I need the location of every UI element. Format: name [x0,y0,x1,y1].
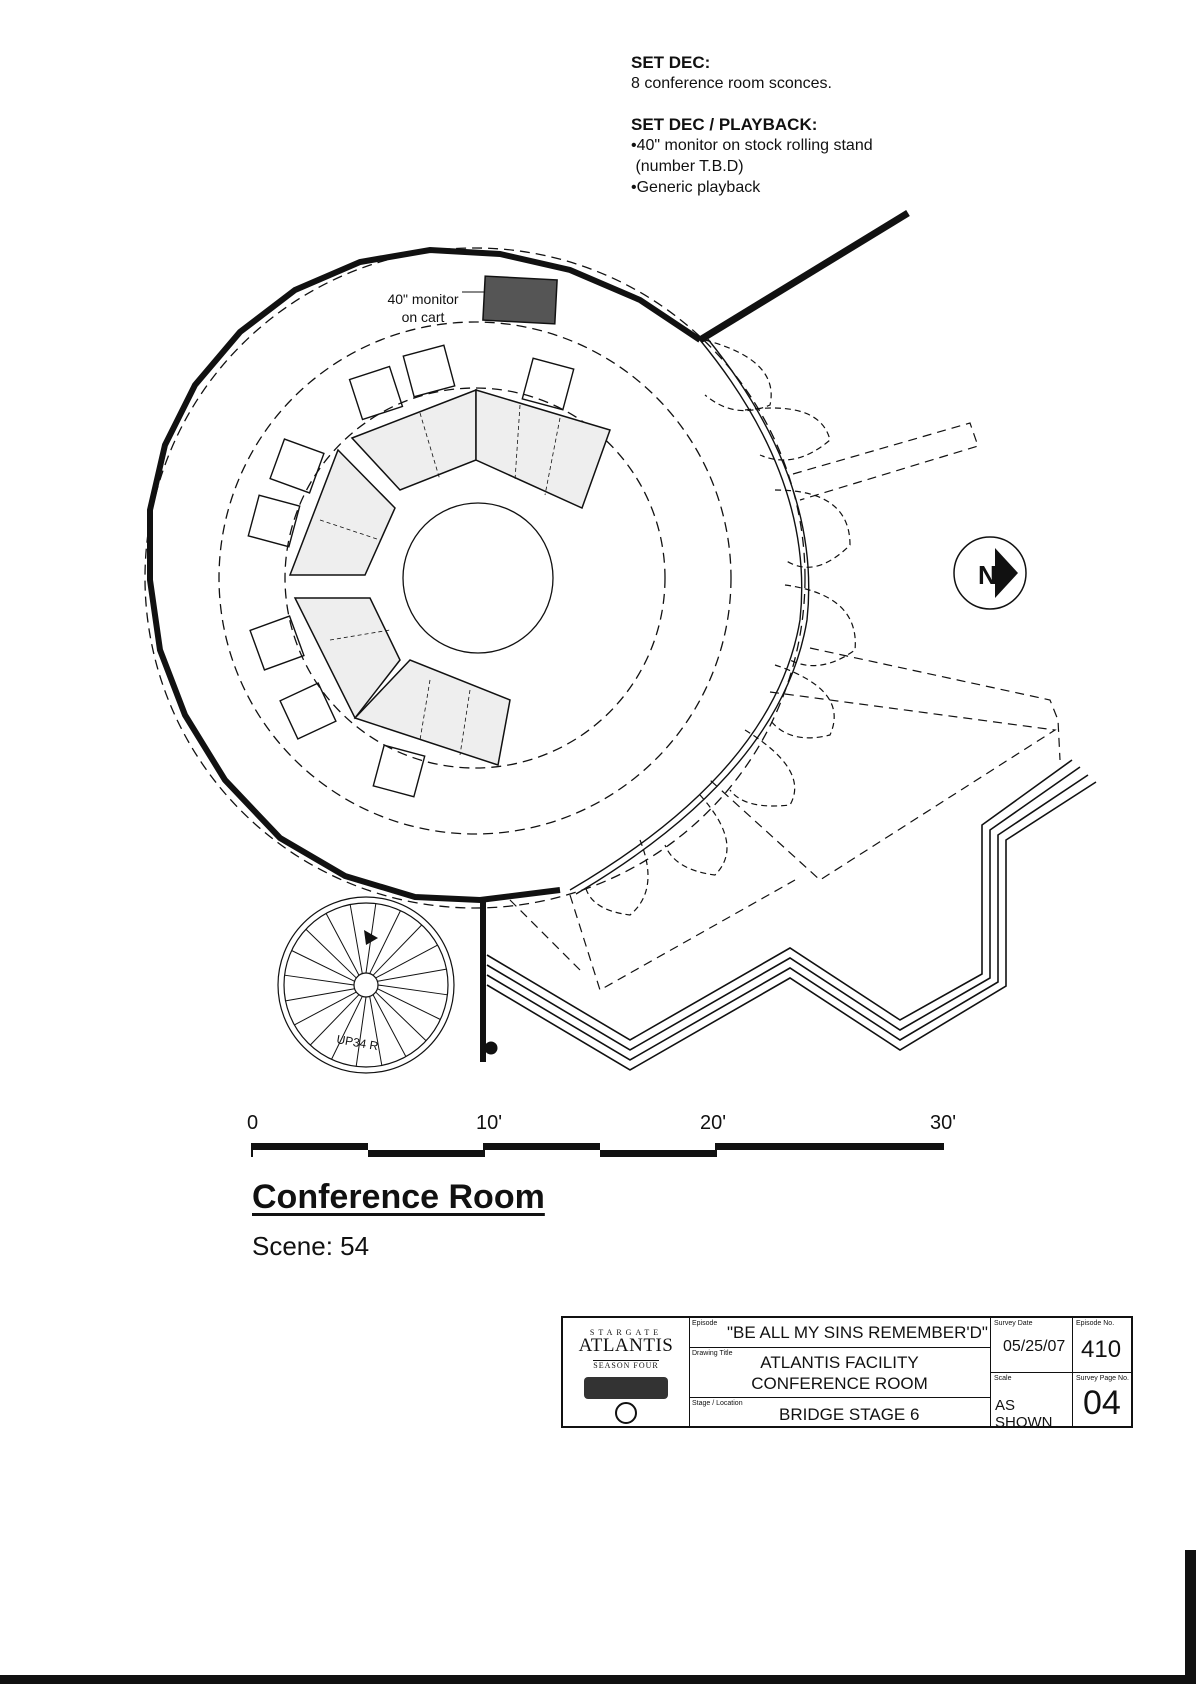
episode-no-caption: Episode No. [1076,1320,1115,1327]
stair-tread [369,910,401,974]
stair-tread [377,968,447,982]
monitor-icon [482,275,558,325]
stair-label: UP34 R [335,1032,379,1053]
monitor-label: 40" monitor on cart [378,290,468,326]
survey-date-cell: Survey Date 05/25/07 [991,1318,1073,1373]
scale-value: AS SHOWN [995,1397,1053,1431]
scale-ticks [251,1143,717,1157]
stair-tread [375,944,438,979]
scale-label-20: 20' [700,1112,727,1134]
episode-caption: Episode [692,1320,718,1327]
chairs [247,344,575,798]
ring-middle [218,321,732,835]
stair-tread [349,904,363,974]
playback-line-2: (number T.B.D) [631,158,744,175]
north-arrow-icon [995,548,1018,598]
setdec-line: 8 conference room sconces. [631,75,832,92]
stair-tread [309,994,360,1046]
north-arrow-circle [953,536,1027,610]
stage-cell: Stage / Location BRIDGE STAGE 6 [689,1398,991,1426]
episode-no-value: 410 [1081,1336,1122,1363]
playback-line-1: •40" monitor on stock rolling stand [631,137,873,154]
setdec-heading: SET DEC: [631,53,711,72]
scale-label-0: 0 [247,1112,259,1134]
wall-end-mark [484,1041,498,1055]
drawing-title-cell: Drawing Title ATLANTIS FACILITY CONFEREN… [689,1348,991,1398]
stair-tread [377,988,441,1020]
logo-line-3: SEASON FOUR [593,1360,659,1370]
playback-heading: SET DEC / PLAYBACK: [631,115,818,134]
monitor-label-line-2: on cart [401,309,445,325]
survey-page-caption: Survey Page No. [1076,1375,1129,1382]
stair-tread [369,996,383,1066]
stair-tread [285,988,355,1002]
glass-wall [569,339,803,891]
stage-caption: Stage / Location [692,1400,743,1407]
scale-bar [252,1143,944,1157]
stair-arrow-icon [364,930,378,945]
stair-tread [325,913,360,976]
page-border-right [1185,1550,1196,1684]
scene-label: Scene: 54 [252,1231,370,1261]
drawing-title-line-2: CONFERENCE ROOM [751,1374,928,1393]
outline-dashed [509,422,1061,991]
title-block: STARGATE ATLANTIS SEASON FOUR Episode "B… [561,1316,1133,1431]
monitor-label-line-1: 40" monitor [387,291,459,307]
glass-wall-inner [575,337,810,895]
wall-stub-ne [698,210,910,343]
survey-date-caption: Survey Date [994,1320,1033,1327]
ring-inner [284,387,666,769]
survey-page-value: 04 [1083,1384,1121,1422]
scale-label-10: 10' [476,1112,503,1134]
north-label: N [978,560,997,590]
page-border-bottom [0,1675,1196,1684]
stair-tread [355,996,367,1067]
episode-no-cell: Episode No. 410 [1073,1318,1133,1373]
scale-cell: Scale AS SHOWN [991,1373,1073,1431]
outer-wall [147,246,702,904]
show-logo: STARGATE ATLANTIS SEASON FOUR [563,1318,690,1426]
set-dec-notes: SET DEC: 8 conference room sconces. SET … [631,52,951,198]
logo-line-2: ATLANTIS [578,1335,674,1356]
stair-tread [305,928,357,979]
survey-date-value: 05/25/07 [1003,1338,1066,1355]
stage-value: BRIDGE STAGE 6 [779,1405,920,1424]
stair-tread [377,984,448,996]
stair-tread [375,991,427,1042]
stair-tread [372,924,423,976]
survey-page-cell: Survey Page No. 04 [1073,1373,1133,1426]
page-title: Conference Room [252,1178,545,1216]
center-floor-circle [402,502,554,654]
episode-value: "BE ALL MY SINS REMEMBER'D" [727,1323,988,1342]
episode-cell: Episode "BE ALL MY SINS REMEMBER'D" [689,1318,991,1348]
door-swings [584,339,856,916]
stair-tread [284,974,355,986]
stair-tread [372,994,407,1057]
ring-outer [144,247,806,909]
drawing-title-line-1: ATLANTIS FACILITY [760,1353,919,1372]
playback-line-3: •Generic playback [631,179,761,196]
scale-label-30: 30' [930,1112,957,1134]
stair-tread [291,950,355,982]
stair-treads [284,903,448,1067]
railing [486,759,1097,1071]
logo-line-1: STARGATE [589,1328,663,1337]
drawing-title-caption: Drawing Title [692,1350,733,1357]
stair-tread [331,996,363,1060]
conference-table [288,388,611,766]
scale-caption: Scale [994,1375,1012,1382]
stair-tread [294,991,357,1026]
table-hatch [319,404,561,756]
